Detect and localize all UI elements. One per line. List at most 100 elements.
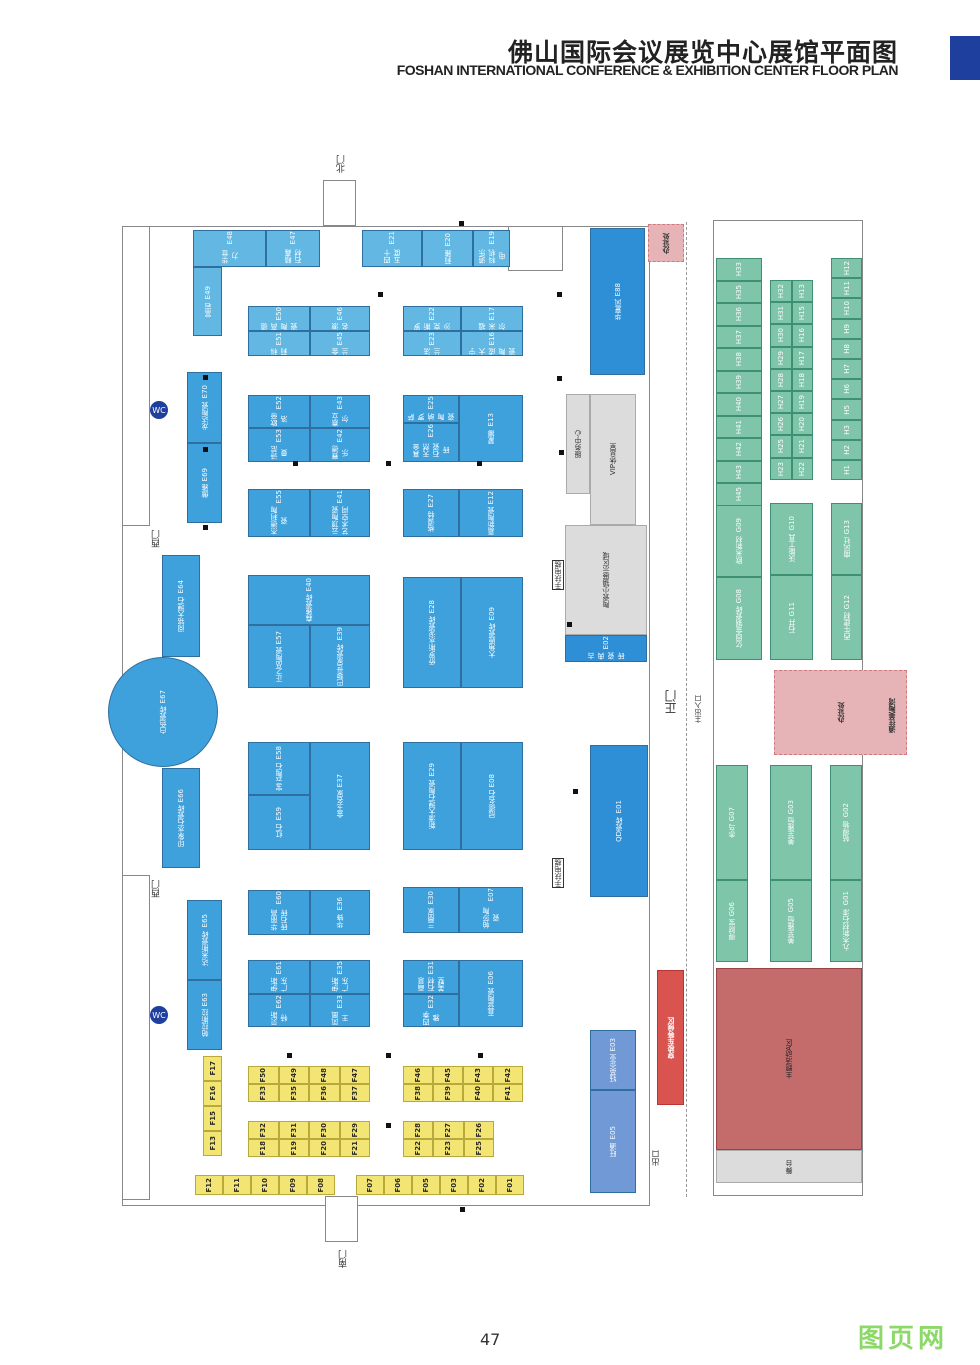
booth-f01[interactable]: F01 xyxy=(496,1175,524,1195)
booth-h1[interactable]: H1 xyxy=(831,460,862,481)
booth-f21[interactable]: F21 xyxy=(339,1139,370,1157)
booth-f16[interactable]: F16 xyxy=(203,1081,222,1106)
booth-h16[interactable]: H16 xyxy=(791,324,813,347)
booth-h35[interactable]: H35 xyxy=(716,280,762,303)
booth-f50[interactable]: F50 xyxy=(248,1066,279,1084)
booth-h21[interactable]: H21 xyxy=(791,435,813,458)
booth-h33[interactable]: H33 xyxy=(716,258,762,281)
booth-f28[interactable]: F28 xyxy=(403,1121,434,1139)
booth-h18[interactable]: H18 xyxy=(791,368,813,391)
booth-h26[interactable]: H26 xyxy=(770,413,792,436)
booth-f09[interactable]: F09 xyxy=(279,1175,307,1195)
booth-f36[interactable]: F36 xyxy=(309,1084,340,1102)
booth-h40[interactable]: H40 xyxy=(716,393,762,416)
booth-f39[interactable]: F39 xyxy=(433,1084,463,1102)
booth-f26[interactable]: F26 xyxy=(463,1121,494,1139)
booth-h5[interactable]: H5 xyxy=(831,399,862,420)
booth-h20[interactable]: H20 xyxy=(791,413,813,436)
booth-h12[interactable]: H12 xyxy=(831,258,862,279)
booth-h41[interactable]: H41 xyxy=(716,415,762,438)
booth-f08[interactable]: F08 xyxy=(307,1175,335,1195)
booth-f30[interactable]: F30 xyxy=(309,1121,340,1139)
booth-f15[interactable]: F15 xyxy=(203,1106,222,1131)
booth-h42[interactable]: H42 xyxy=(716,438,762,461)
booth-f33[interactable]: F33 xyxy=(248,1084,279,1102)
booth-h9[interactable]: H9 xyxy=(831,318,862,339)
booth-f45[interactable]: F45 xyxy=(433,1066,463,1084)
booth-f42[interactable]: F42 xyxy=(493,1066,523,1084)
booth-h25[interactable]: H25 xyxy=(770,435,792,458)
booth-f48[interactable]: F48 xyxy=(309,1066,340,1084)
booth-f02[interactable]: F02 xyxy=(468,1175,496,1195)
booth-h36[interactable]: H36 xyxy=(716,303,762,326)
booth-f13[interactable]: F13 xyxy=(203,1131,222,1156)
booth-h7[interactable]: H7 xyxy=(831,359,862,380)
booth-h28[interactable]: H28 xyxy=(770,368,792,391)
booth-h19[interactable]: H19 xyxy=(791,391,813,414)
booth-h37[interactable]: H37 xyxy=(716,325,762,348)
booth-h15[interactable]: H15 xyxy=(791,302,813,325)
booth-f46[interactable]: F46 xyxy=(403,1066,433,1084)
to-meitaowan[interactable]: 通往美陶湾 xyxy=(880,680,904,750)
booth-f11[interactable]: F11 xyxy=(223,1175,251,1195)
booth-h17[interactable]: H17 xyxy=(791,346,813,369)
booth-f20[interactable]: F20 xyxy=(309,1139,340,1157)
booth-f27[interactable]: F27 xyxy=(433,1121,464,1139)
booth-h8[interactable]: H8 xyxy=(831,338,862,359)
booth-f41[interactable]: F41 xyxy=(493,1084,523,1102)
booth-h13[interactable]: H13 xyxy=(791,280,813,303)
booth-f29[interactable]: F29 xyxy=(339,1121,370,1139)
booth-f05[interactable]: F05 xyxy=(412,1175,440,1195)
